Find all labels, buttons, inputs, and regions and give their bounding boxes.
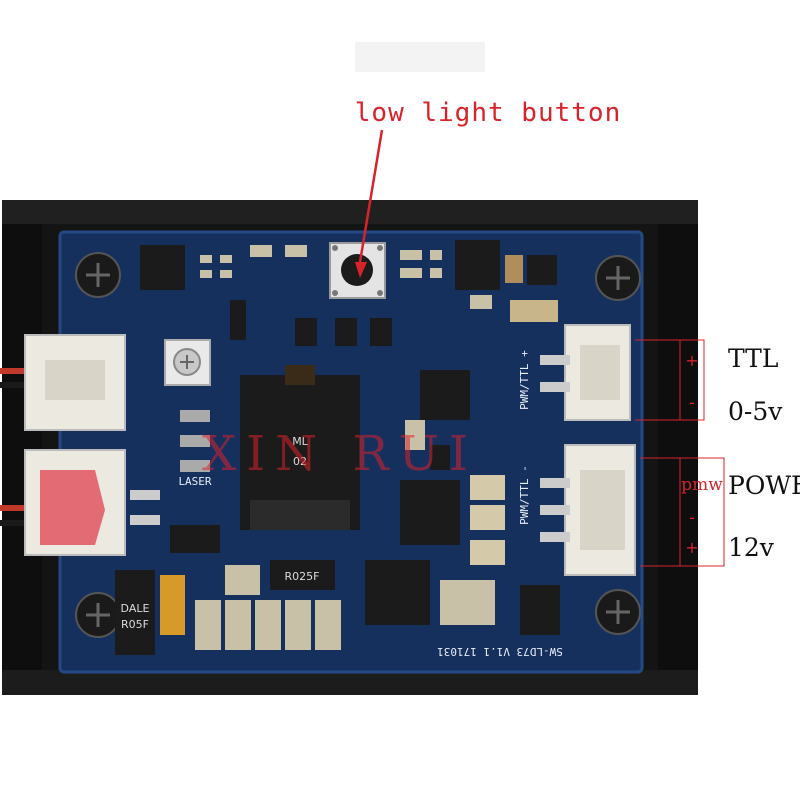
screw-slot-icon — [606, 266, 630, 290]
low-light-button[interactable] — [329, 242, 386, 299]
wire-red — [0, 368, 38, 374]
top-components — [140, 240, 558, 470]
pwm-ttl-silk-top: PWM/TTL + — [518, 350, 531, 410]
screw-slot-icon — [86, 603, 110, 627]
red-plug — [40, 470, 105, 545]
left-connectors: LASER — [0, 334, 212, 556]
inductor-marking-1: ML — [292, 435, 308, 448]
capacitor-c9 — [440, 580, 495, 625]
ttl-connector[interactable] — [540, 324, 631, 421]
pwm-ttl-silk-bottom: PWM/TTL - — [518, 465, 531, 525]
power-label: POWER — [728, 471, 800, 500]
dale-marking-2: R05F — [121, 618, 149, 631]
capacitor — [505, 255, 523, 283]
wire-black — [0, 382, 38, 388]
ttl-minus-sign: - — [689, 393, 695, 412]
potentiometer-vr[interactable] — [164, 339, 211, 386]
dale-resistor — [115, 570, 155, 655]
watermark: XIN RUI — [202, 426, 478, 482]
power-components: R025F DALE R05F — [115, 475, 560, 655]
dale-marking-1: DALE — [121, 602, 150, 615]
mosfet-q2 — [400, 480, 460, 545]
wire-red — [0, 505, 30, 511]
screw-slot-icon — [606, 600, 630, 624]
transistor-q5 — [295, 318, 317, 346]
power-annotation-box — [679, 457, 725, 567]
diode-d6 — [170, 525, 220, 553]
mounting-screws — [75, 252, 641, 638]
tantalum-capacitor — [160, 575, 185, 635]
power-pmw-label: pmw — [681, 475, 723, 495]
inductor-l1: ML 02 — [240, 365, 360, 530]
power-voltage-label: 12v — [728, 533, 775, 562]
ic-u3 — [455, 240, 500, 290]
transistor-q7 — [370, 318, 392, 346]
callout-arrow-line — [358, 129, 384, 263]
wire-black — [0, 520, 30, 526]
mosfet-q3 — [365, 560, 430, 625]
regulator-u2 — [527, 255, 557, 285]
trim-slot-icon — [180, 355, 194, 369]
blurred-header-mark — [355, 42, 485, 72]
ttl-voltage-label: 0-5v — [728, 397, 783, 426]
board-id-silk: SW-LD73 V1.1 171031 — [437, 645, 563, 658]
resistor-marking: R025F — [285, 570, 320, 583]
ic-u5 — [520, 585, 560, 635]
callout-label: low light button — [355, 98, 621, 128]
ttl-plus-sign: + — [685, 351, 698, 370]
power-plus-sign: + — [685, 538, 698, 557]
ic-u1 — [140, 245, 185, 290]
inductor-marking-2: 02 — [293, 455, 307, 468]
power-connector[interactable] — [540, 444, 636, 576]
shunt-resistor — [270, 560, 335, 590]
screw-slot-icon — [86, 263, 110, 287]
transistor-q6 — [335, 318, 357, 346]
power-minus-sign: - — [689, 508, 695, 527]
capacitor-c18 — [510, 300, 558, 322]
ic-u4 — [420, 370, 470, 420]
ttl-annotation-box — [679, 339, 705, 421]
callout-arrow-head — [355, 262, 367, 278]
ttl-label: TTL — [728, 344, 778, 373]
laser-silk-label: LASER — [178, 475, 211, 488]
